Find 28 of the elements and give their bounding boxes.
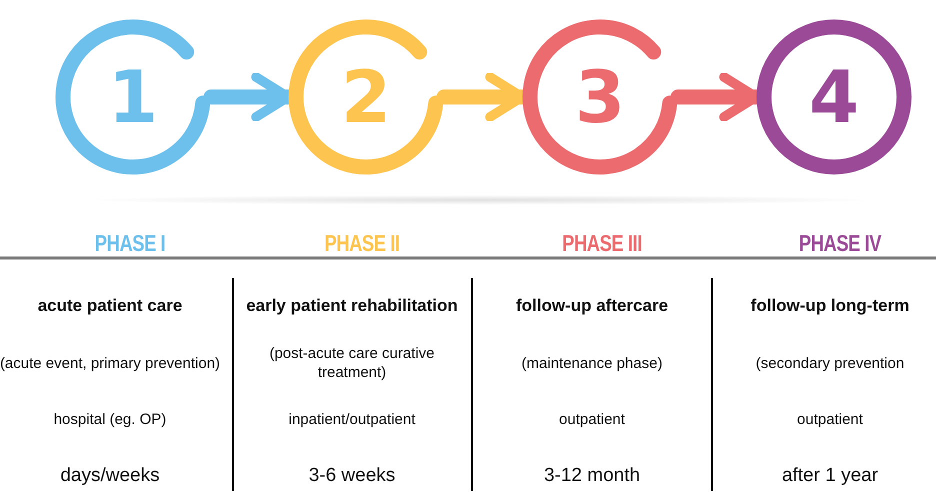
table-text: outpatient bbox=[559, 410, 625, 430]
numbered-ring bbox=[286, 17, 446, 177]
table-text: (secondary prevention bbox=[756, 354, 904, 374]
phase-title: PHASE IV bbox=[798, 232, 882, 255]
phase-number: 3 bbox=[574, 61, 626, 133]
table-text: acute patient care bbox=[38, 295, 182, 317]
phase-number: 2 bbox=[340, 61, 392, 133]
phase-number: 4 bbox=[808, 61, 860, 133]
table-text: 3-12 month bbox=[544, 464, 640, 488]
table-text: days/weeks bbox=[60, 464, 160, 488]
table-text: 3-6 weeks bbox=[308, 464, 396, 488]
phase-title: PHASE III bbox=[562, 232, 642, 255]
numbered-ring bbox=[53, 17, 213, 177]
table-text: hospital (eg. OP) bbox=[54, 410, 166, 430]
table-text: after 1 year bbox=[782, 464, 878, 488]
table-text: early patient rehabilitation bbox=[246, 295, 458, 317]
table-text: (maintenance phase) bbox=[522, 354, 662, 374]
table-text: outpatient bbox=[797, 410, 863, 430]
table-text: (acute event, primary prevention) bbox=[0, 354, 220, 374]
numbered-ring bbox=[520, 17, 680, 177]
table-text: (post-acute care curative treatment) bbox=[268, 345, 436, 383]
phase-title: PHASE II bbox=[324, 232, 400, 255]
phase-number: 1 bbox=[108, 61, 158, 133]
table-text: follow-up aftercare bbox=[516, 295, 668, 317]
numbered-ring bbox=[754, 17, 914, 177]
table-text: inpatient/outpatient bbox=[288, 410, 416, 430]
phase-title: PHASE I bbox=[94, 232, 166, 255]
table-text: follow-up long-term bbox=[750, 295, 910, 317]
